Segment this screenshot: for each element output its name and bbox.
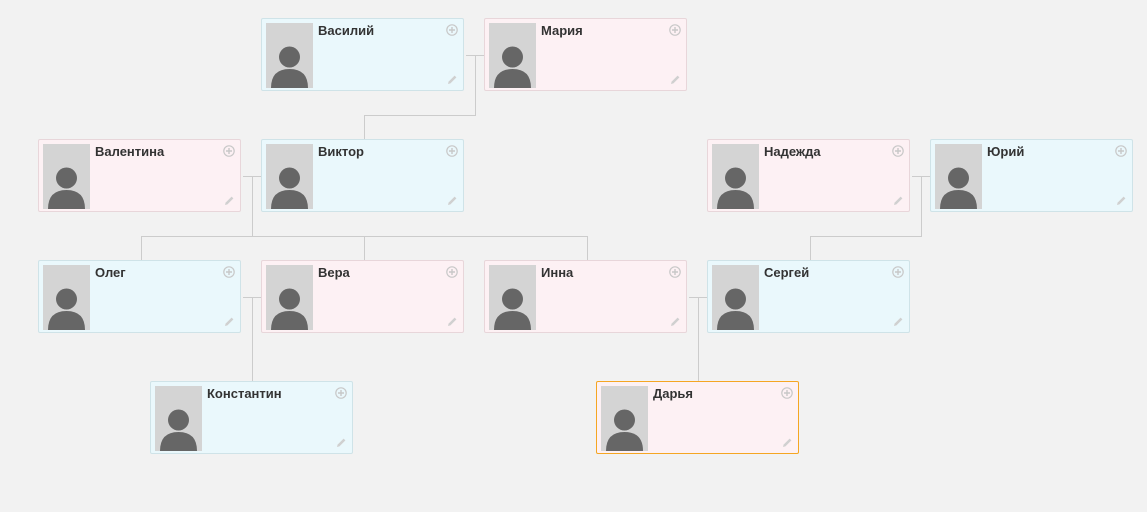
- edit-pencil-icon[interactable]: [446, 194, 458, 206]
- person-photo-placeholder-icon: [43, 144, 90, 209]
- person-name: Олег: [95, 265, 126, 280]
- edit-pencil-icon[interactable]: [669, 315, 681, 327]
- person-name: Инна: [541, 265, 574, 280]
- add-relative-icon[interactable]: [223, 144, 235, 157]
- edit-pencil-icon[interactable]: [223, 194, 235, 206]
- person-photo-placeholder-icon: [489, 23, 536, 88]
- add-relative-icon[interactable]: [446, 265, 458, 278]
- person-name: Сергей: [764, 265, 810, 280]
- person-name: Дарья: [653, 386, 694, 401]
- person-card-nadezhda[interactable]: Надежда: [707, 139, 910, 212]
- edit-pencil-icon[interactable]: [335, 436, 347, 448]
- edit-pencil-icon[interactable]: [669, 73, 681, 85]
- person-card-yuri[interactable]: Юрий: [930, 139, 1133, 212]
- add-relative-icon[interactable]: [446, 144, 458, 157]
- edit-pencil-icon[interactable]: [892, 315, 904, 327]
- person-card-konstantin[interactable]: Константин: [150, 381, 353, 454]
- person-card-vasily[interactable]: Василий: [261, 18, 464, 91]
- person-name: Валентина: [95, 144, 165, 159]
- edit-pencil-icon[interactable]: [446, 315, 458, 327]
- edit-pencil-icon[interactable]: [223, 315, 235, 327]
- add-relative-icon[interactable]: [223, 265, 235, 278]
- person-name: Надежда: [764, 144, 821, 159]
- person-name: Виктор: [318, 144, 364, 159]
- person-photo-placeholder-icon: [266, 265, 313, 330]
- person-photo-placeholder-icon: [489, 265, 536, 330]
- person-name: Мария: [541, 23, 583, 38]
- add-relative-icon[interactable]: [781, 386, 793, 399]
- person-photo-placeholder-icon: [935, 144, 982, 209]
- person-name: Константин: [207, 386, 282, 401]
- add-relative-icon[interactable]: [446, 23, 458, 36]
- person-card-maria[interactable]: Мария: [484, 18, 687, 91]
- person-card-darya[interactable]: Дарья: [596, 381, 799, 454]
- person-name: Василий: [318, 23, 375, 38]
- person-card-vera[interactable]: Вера: [261, 260, 464, 333]
- person-card-viktor[interactable]: Виктор: [261, 139, 464, 212]
- edit-pencil-icon[interactable]: [892, 194, 904, 206]
- person-card-oleg[interactable]: Олег: [38, 260, 241, 333]
- add-relative-icon[interactable]: [335, 386, 347, 399]
- person-name: Юрий: [987, 144, 1025, 159]
- person-name: Вера: [318, 265, 350, 280]
- edit-pencil-icon[interactable]: [1115, 194, 1127, 206]
- add-relative-icon[interactable]: [1115, 144, 1127, 157]
- person-card-inna[interactable]: Инна: [484, 260, 687, 333]
- person-card-valentina[interactable]: Валентина: [38, 139, 241, 212]
- add-relative-icon[interactable]: [892, 144, 904, 157]
- person-photo-placeholder-icon: [266, 144, 313, 209]
- edit-pencil-icon[interactable]: [781, 436, 793, 448]
- person-photo-placeholder-icon: [155, 386, 202, 451]
- person-photo-placeholder-icon: [601, 386, 648, 451]
- add-relative-icon[interactable]: [892, 265, 904, 278]
- add-relative-icon[interactable]: [669, 23, 681, 36]
- person-photo-placeholder-icon: [712, 144, 759, 209]
- add-relative-icon[interactable]: [669, 265, 681, 278]
- person-card-sergey[interactable]: Сергей: [707, 260, 910, 333]
- person-photo-placeholder-icon: [712, 265, 759, 330]
- edit-pencil-icon[interactable]: [446, 73, 458, 85]
- person-photo-placeholder-icon: [43, 265, 90, 330]
- person-photo-placeholder-icon: [266, 23, 313, 88]
